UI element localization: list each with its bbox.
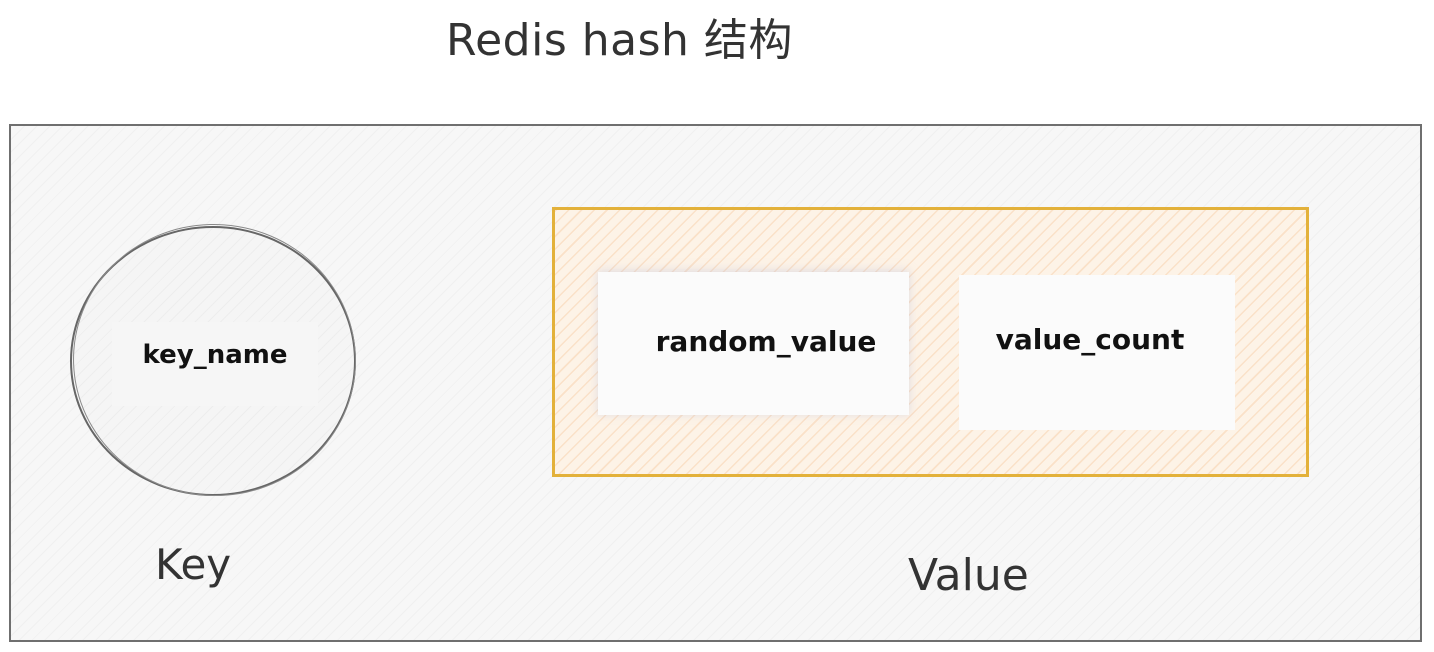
value-label: Value [908, 550, 1029, 601]
key-name-box [112, 322, 318, 406]
field-value-count: value_count [995, 323, 1185, 356]
diagram-title: Redis hash 结构 [446, 15, 793, 66]
key-name: key_name [142, 340, 288, 370]
field-box-value-count [959, 275, 1235, 430]
field-random-value: random_value [655, 325, 877, 358]
field-box-random-value [598, 272, 909, 415]
key-label: Key [155, 540, 232, 589]
